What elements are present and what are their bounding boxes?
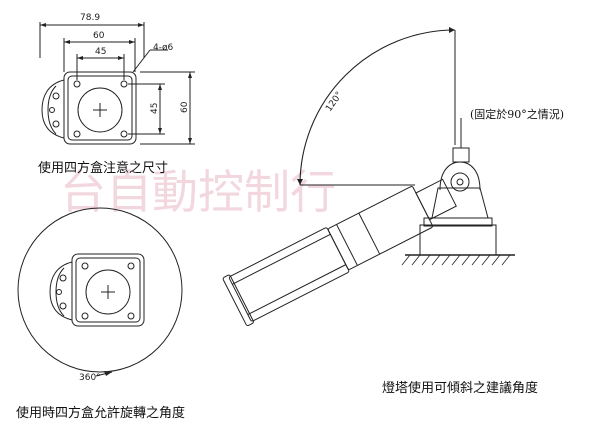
rotation-label: 360°	[79, 373, 101, 383]
rotation-arrow	[104, 371, 112, 376]
dim-holes-callout: 4-ø6	[153, 43, 173, 53]
caption-tilt: 燈塔使用可傾斜之建議角度	[382, 380, 538, 396]
dim-inner-width: 60	[93, 31, 105, 41]
ground-hatching	[401, 254, 511, 266]
caption-rotation: 使用時四方盒允許旋轉之角度	[16, 405, 185, 421]
rotation-view	[17, 207, 183, 377]
box-dimensions-view	[39, 22, 195, 145]
caption-box-dimensions: 使用四方盒注意之尺寸	[38, 160, 168, 176]
fixed-note: (固定於90°之情況)	[470, 107, 564, 121]
tilt-view	[222, 29, 515, 327]
dim-overall-width: 78.9	[80, 13, 100, 23]
angle-arrows	[297, 27, 455, 185]
watermark-text: 台自動控制行	[60, 165, 336, 219]
dim-height: 60	[180, 101, 190, 113]
angle-label: 120°	[324, 90, 345, 114]
dimension-arrows-top	[40, 23, 192, 144]
dim-hole-spacing-v: 45	[150, 103, 160, 114]
dim-hole-spacing-h: 45	[95, 47, 106, 57]
